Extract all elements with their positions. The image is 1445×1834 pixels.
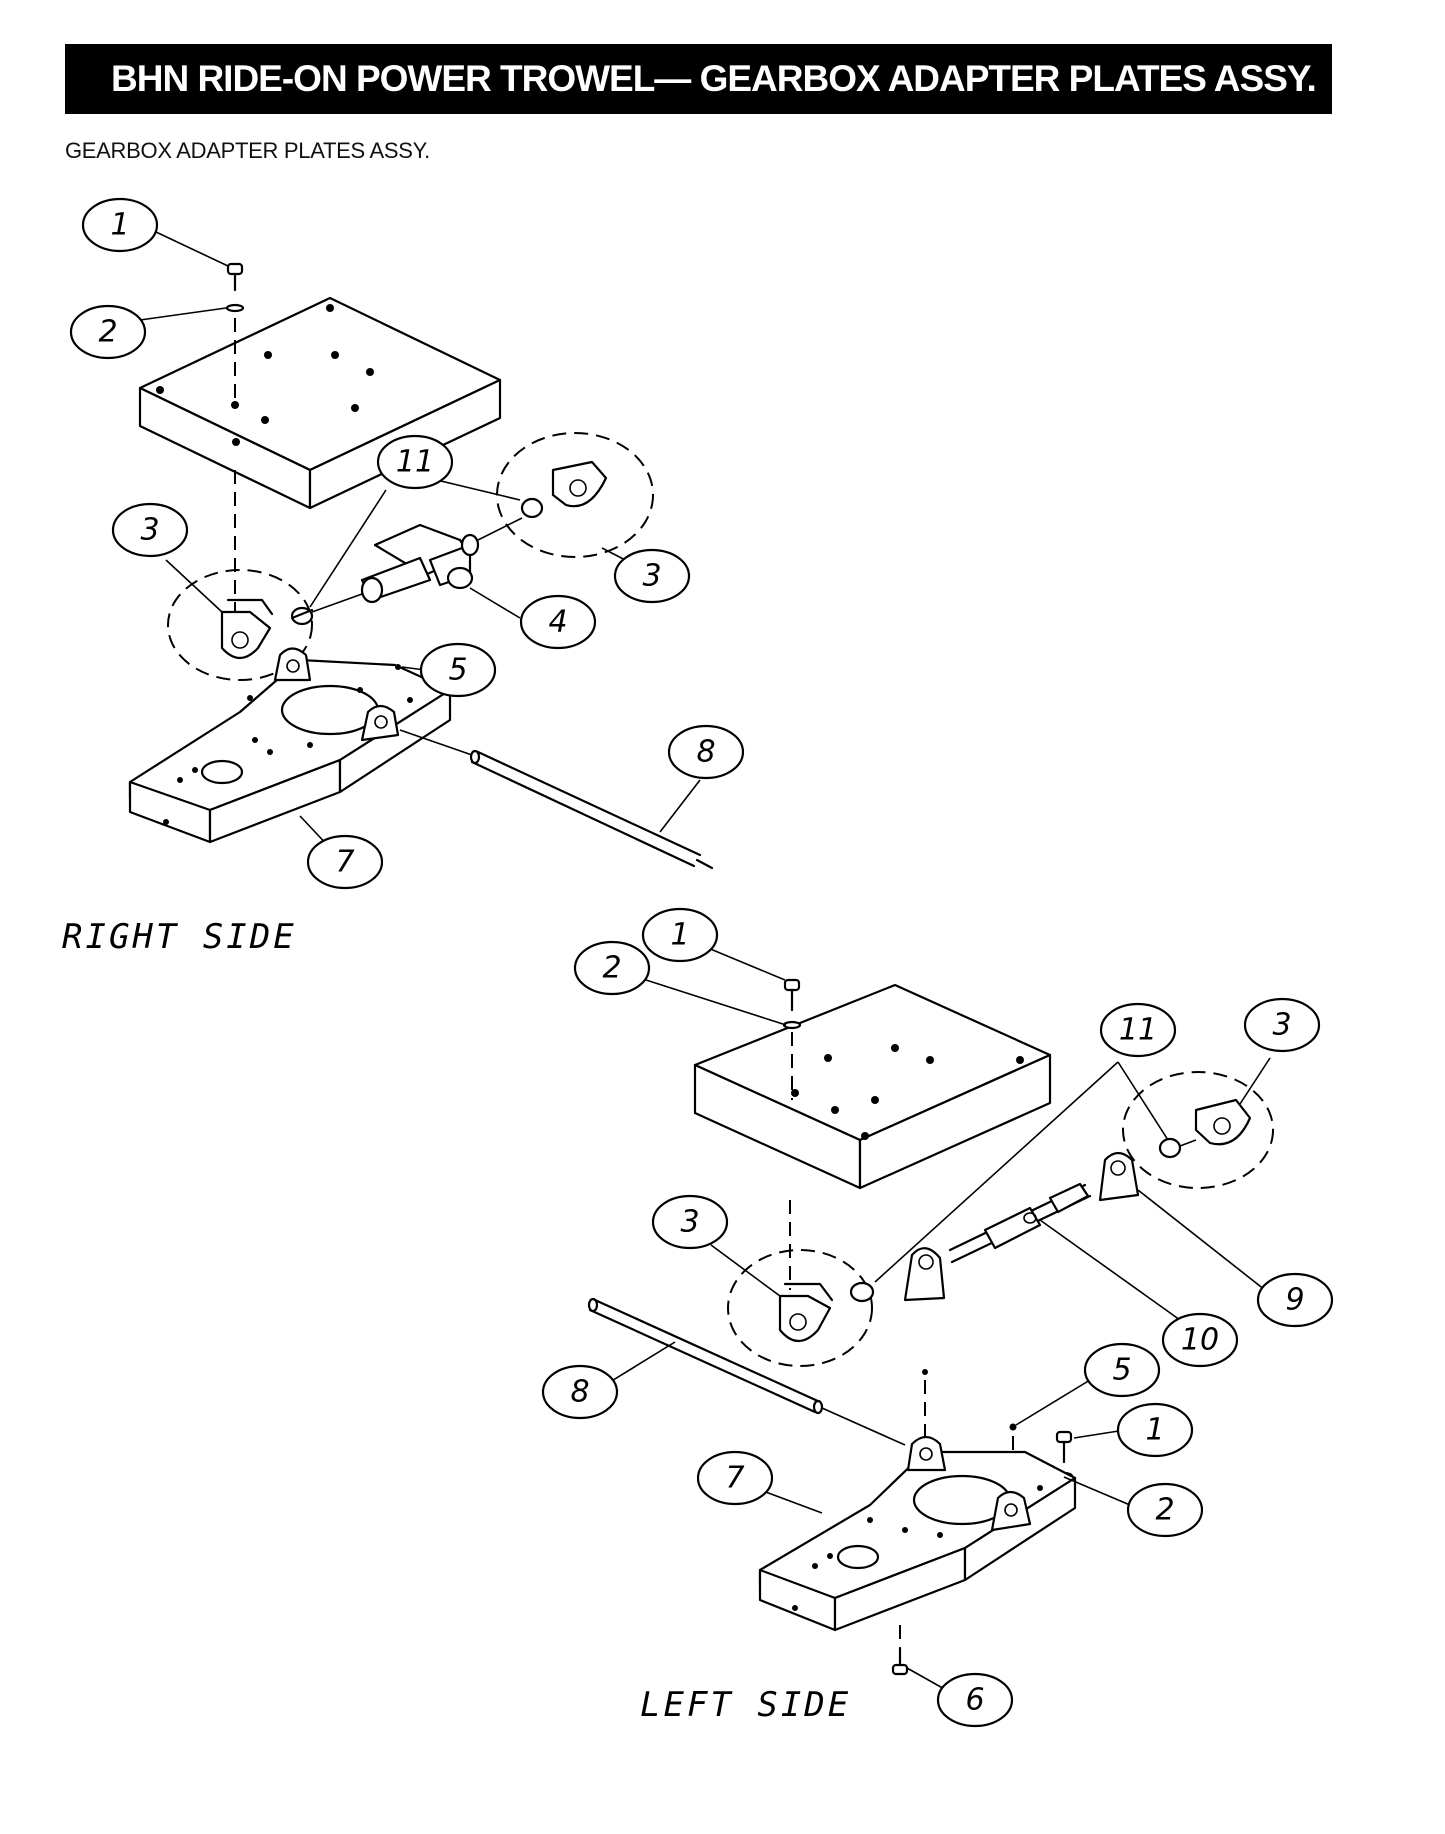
callout-bubble: 11 xyxy=(1099,1002,1177,1058)
callout-bubble: 8 xyxy=(541,1364,619,1420)
pillow-block-left-right xyxy=(1158,1098,1252,1159)
callout-bubble: 1 xyxy=(1116,1402,1194,1458)
callout-number: 6 xyxy=(965,1683,984,1718)
callout-number: 2 xyxy=(1155,1493,1174,1528)
callout-bubble: 3 xyxy=(1243,997,1321,1053)
callout-bubble: 5 xyxy=(419,642,497,698)
callout-number: 3 xyxy=(642,559,661,594)
page-title: BHN RIDE-ON POWER TROWEL— GEARBOX ADAPTE… xyxy=(111,58,1317,99)
callout-number: 5 xyxy=(1112,1353,1131,1388)
tee-fitting xyxy=(360,523,480,604)
callout-number: 5 xyxy=(448,653,467,688)
right-side-label: RIGHT SIDE xyxy=(62,917,297,957)
callout-number: 3 xyxy=(140,513,159,548)
callout-bubble: 2 xyxy=(573,940,651,996)
callout-bubble: 2 xyxy=(69,304,147,360)
callout-bubble: 7 xyxy=(696,1450,774,1506)
callout-number: 10 xyxy=(1181,1323,1219,1358)
pillow-block-right-left xyxy=(220,598,274,660)
callout-number: 9 xyxy=(1285,1283,1304,1318)
callout-bubble: 1 xyxy=(641,907,719,963)
callout-number: 2 xyxy=(602,951,621,986)
callout-bubbles: 1 2 11 3 3 4 5 8 7 1 2 11 3 3 9 10 8 5 1… xyxy=(69,197,1334,1728)
clevis-left xyxy=(903,1247,946,1302)
callout-bubble: 10 xyxy=(1161,1312,1239,1368)
callout-number: 4 xyxy=(548,605,567,640)
clevis-left-right xyxy=(1098,1151,1140,1202)
left-side-view xyxy=(587,978,1274,1676)
callout-number: 3 xyxy=(1272,1008,1291,1043)
pillow-block-right-right xyxy=(520,460,608,519)
callout-number: 3 xyxy=(680,1205,699,1240)
callout-number: 1 xyxy=(670,918,689,953)
callout-number: 8 xyxy=(696,735,715,770)
callout-number: 2 xyxy=(98,315,117,350)
callout-number: 1 xyxy=(1145,1413,1164,1448)
callout-bubble: 6 xyxy=(936,1672,1014,1728)
callout-number: 8 xyxy=(570,1375,589,1410)
callout-bubble: 7 xyxy=(306,834,384,890)
callout-bubble: 4 xyxy=(519,594,597,650)
callout-bubble: 2 xyxy=(1126,1482,1204,1538)
title-bar: BHN RIDE-ON POWER TROWEL— GEARBOX ADAPTE… xyxy=(65,44,1332,114)
callout-bubble: 5 xyxy=(1083,1342,1161,1398)
bolt-right xyxy=(225,262,245,313)
left-side-label: LEFT SIDE xyxy=(640,1685,851,1725)
pillow-block-left-left xyxy=(778,1282,834,1343)
gearbox-base-right xyxy=(128,647,452,844)
callout-number: 7 xyxy=(725,1461,744,1496)
detail-circle xyxy=(1122,1071,1274,1189)
detail-circle xyxy=(727,1249,873,1367)
callout-bubble: 8 xyxy=(667,724,745,780)
callout-number: 1 xyxy=(110,208,129,243)
shaft-right xyxy=(469,749,714,870)
callout-bubble: 9 xyxy=(1256,1272,1334,1328)
bushing-right-left xyxy=(290,606,314,626)
gearbox-base-left xyxy=(758,1435,1077,1632)
page-subtitle: GEARBOX ADAPTER PLATES ASSY. xyxy=(65,138,430,163)
bushing-left-left xyxy=(849,1281,875,1303)
turnbuckle xyxy=(948,1182,1092,1264)
callout-number: 11 xyxy=(396,445,434,480)
shaft-left xyxy=(587,1297,824,1415)
callout-bubble: 3 xyxy=(111,502,189,558)
callout-number: 11 xyxy=(1119,1013,1157,1048)
callout-bubble: 3 xyxy=(613,548,691,604)
callout-bubble: 1 xyxy=(81,197,159,253)
callout-bubble: 11 xyxy=(376,434,454,490)
detail-circle xyxy=(167,569,313,681)
bolt-left-top xyxy=(782,978,802,1030)
callout-bubble: 3 xyxy=(651,1194,729,1250)
callout-leaders xyxy=(139,231,1271,1696)
callout-number: 7 xyxy=(335,845,354,880)
adapter-plate-left xyxy=(693,983,1052,1190)
bolt-bottom xyxy=(891,1625,909,1676)
